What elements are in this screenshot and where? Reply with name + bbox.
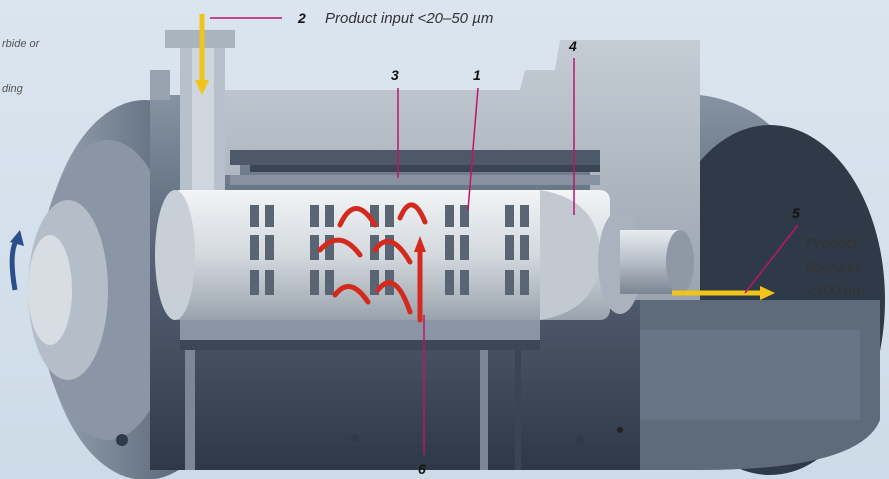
rotation-arrow xyxy=(9,236,21,291)
flow-arrows xyxy=(317,202,428,323)
callout-5-line-3: <100 nm xyxy=(806,283,865,300)
rotor xyxy=(155,190,694,320)
callout-4-number: 4 xyxy=(569,38,577,54)
callout-1-number: 1 xyxy=(473,67,481,83)
callout-5-line-1: Product xyxy=(806,235,858,252)
side-note-2: ding xyxy=(2,83,23,95)
callout-2-text: Product input <20–50 µm xyxy=(325,10,494,27)
rotor-slots xyxy=(250,205,529,295)
leader-lines xyxy=(210,17,799,455)
side-note-1: rbide or xyxy=(2,38,40,50)
callout-3-number: 3 xyxy=(391,67,399,83)
callout-5-number: 5 xyxy=(792,205,800,221)
cutaway-section xyxy=(180,40,700,350)
callout-2-number: 2 xyxy=(298,10,306,26)
callout-5-line-2: fineness xyxy=(806,259,862,276)
callout-6-number: 6 xyxy=(418,461,426,477)
